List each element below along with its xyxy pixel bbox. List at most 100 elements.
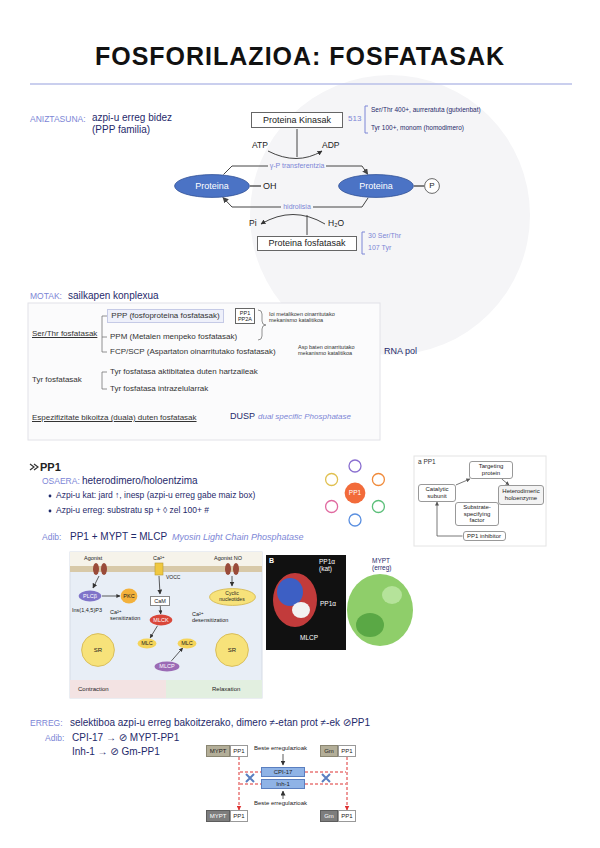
connector xyxy=(102,596,120,597)
enzyme-box: Proteina fosfatasak xyxy=(257,236,357,251)
count-note: 107 Tyr xyxy=(368,244,391,252)
background-blob xyxy=(250,75,530,355)
node-label: PP1 inhibitor xyxy=(467,533,501,540)
figure-label: Contraction xyxy=(78,686,109,693)
handwritten-note: PP1 + MYPT = MLCP xyxy=(70,531,167,543)
subunit-box: Targeting protein xyxy=(469,461,513,479)
table-cell: PPM (Metalen menpeko fosfatasak) xyxy=(110,332,237,341)
receptor xyxy=(101,563,107,575)
figure-frame xyxy=(414,456,546,546)
title-underline xyxy=(30,83,572,85)
structure-panel xyxy=(266,555,346,650)
bullet-dot xyxy=(49,510,52,513)
field-label: Adib: xyxy=(42,533,61,543)
subunit-box: MYPT xyxy=(206,745,230,757)
receptor xyxy=(93,563,99,575)
edge-label: hidrolisia xyxy=(281,203,313,211)
protein-ellipse-fill xyxy=(339,175,414,198)
subunit-circle xyxy=(326,474,338,486)
connector xyxy=(239,757,240,810)
node-label: SR xyxy=(228,647,236,654)
table-cell: Ser/Thr fosfatasak xyxy=(32,329,97,338)
block-mark xyxy=(246,774,254,782)
node-text-group: PKC xyxy=(123,593,134,599)
molecule-label: Pi xyxy=(249,219,257,229)
node-text-group: MYPT xyxy=(210,813,227,820)
subunit-circle xyxy=(349,460,361,472)
node-text-group: Heterodimeric holoenzyme xyxy=(502,488,540,502)
bullet-chevron xyxy=(30,464,38,470)
node-text-group: PP1 inhibitor xyxy=(467,533,501,540)
inhibition-line xyxy=(305,784,346,785)
regulation-label: Beste erregulazioak xyxy=(254,745,307,752)
node-label: P xyxy=(429,181,434,190)
section-heading: MOTAK: xyxy=(30,292,62,302)
regulation-arrow xyxy=(283,754,284,765)
member-box: PP1 PP2A xyxy=(235,308,255,324)
table-cell: Tyr fosfatasa intrazelularrak xyxy=(110,384,208,393)
handwritten-note: DUSP xyxy=(230,411,255,421)
node-label: Proteina xyxy=(195,181,229,191)
bond-line xyxy=(250,185,261,186)
subunit-box: Gm xyxy=(320,745,338,757)
inhibition-line xyxy=(240,772,261,773)
handwritten-note: Ser/Thr 400+, aurreratuta (gutxienbat) xyxy=(371,106,481,113)
node-text-group: SR xyxy=(94,647,102,654)
inhibitor-box: PP1 inhibitor xyxy=(463,531,506,541)
receptor xyxy=(225,563,231,575)
subunit-box: Catalytic subunit xyxy=(418,484,456,502)
node-label: PP1 xyxy=(349,489,361,496)
node-text-group: PP1 PP2A xyxy=(237,310,253,323)
table-cell: FCP/SCP (Aspartaton oinarritutako fosfat… xyxy=(110,347,276,356)
handwritten-note: Myosin Light Chain Phosphatase xyxy=(172,532,304,542)
subunit-box: MYPT xyxy=(206,810,230,822)
node-label: PP1 xyxy=(233,748,244,755)
node-text-group: Proteina xyxy=(359,181,393,191)
bullet-text: Azpi-u kat: jard ↑, inesp (azpi-u erreg … xyxy=(56,491,255,501)
node-label: Proteina fosfatasak xyxy=(268,238,345,248)
protein-surface xyxy=(292,602,310,618)
group-label: OH xyxy=(263,181,277,191)
protein-ellipse: MLC xyxy=(177,638,197,649)
node-text-group: Catalytic subunit xyxy=(422,486,452,500)
enzyme-ellipse: MLCK xyxy=(149,614,173,626)
node-label: MLC xyxy=(141,640,153,646)
inhibition-line xyxy=(305,772,346,773)
section-heading: PP1 xyxy=(40,461,61,474)
subunit-circle xyxy=(349,514,361,526)
node-text-group: CaM xyxy=(154,598,166,604)
structure-label: PP1α (kat) xyxy=(319,558,345,573)
page-title: FOSFORILAZIOA: FOSFATASAK xyxy=(0,42,600,71)
cosubstrate-arc xyxy=(268,151,322,159)
protein-box: CaM xyxy=(150,596,170,606)
protein-ellipse-fill xyxy=(175,175,250,198)
relaxation-zone xyxy=(166,680,262,698)
node-label: SR xyxy=(94,647,102,654)
holoenzyme-box: Heterodimeric holoenzyme xyxy=(498,485,544,505)
handwritten-note: CPI-17 → ⊘ MYPT-PP1 xyxy=(72,732,179,744)
receptor xyxy=(233,563,239,575)
regulation-label: Beste erregulazioak xyxy=(254,800,307,807)
node-label: Targeting protein xyxy=(473,463,509,477)
node-text-group: PP1 xyxy=(349,489,361,496)
protein-surface xyxy=(382,586,402,604)
node-text-group: MLC xyxy=(181,640,193,646)
structure-label: MLCP xyxy=(300,634,318,641)
organelle-circle-fill xyxy=(82,634,115,667)
node-text-group: PLCβ xyxy=(83,593,97,599)
figure-label: Agonist NO xyxy=(214,555,242,561)
protein-surface xyxy=(356,613,384,637)
figure-label: VOCC xyxy=(166,575,180,581)
handwritten-note: Tyr 100+, monom (homodimero) xyxy=(371,124,464,131)
cell-panel xyxy=(70,552,262,698)
node-text-group: Proteina fosfatasak xyxy=(268,238,345,248)
enzyme-circle: PP1 xyxy=(344,482,366,504)
molecule-label: H₂O xyxy=(328,219,344,229)
protein-ellipse: Proteina xyxy=(174,174,250,198)
enzyme-ellipse-fill xyxy=(79,591,102,602)
count-note: 30 Ser/Thr xyxy=(368,232,401,240)
inhibitor-box: CPI-17 xyxy=(261,767,305,777)
figure-label: Agonist xyxy=(84,555,102,561)
enzyme-ellipse-fill xyxy=(155,661,180,671)
